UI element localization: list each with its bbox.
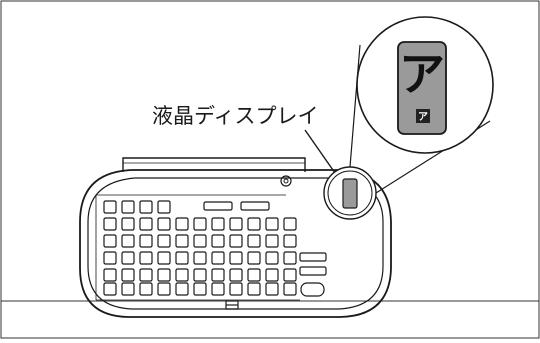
keyboard [103, 200, 327, 297]
key [175, 217, 189, 231]
display-large-char: ア [399, 47, 445, 101]
key [121, 234, 135, 248]
key [211, 268, 225, 282]
key-rounded [300, 282, 325, 297]
key [229, 282, 243, 296]
key [211, 217, 225, 231]
key [247, 217, 261, 231]
key [193, 268, 207, 282]
key-wide [299, 252, 327, 262]
connector-icon [225, 300, 239, 310]
device-body [79, 157, 392, 318]
key [247, 282, 261, 296]
key [103, 282, 117, 296]
key [157, 217, 171, 231]
key [139, 234, 153, 248]
key [193, 251, 207, 265]
key [229, 217, 243, 231]
key [157, 268, 171, 282]
key-wide [299, 266, 327, 276]
key [175, 251, 189, 265]
key [265, 234, 279, 248]
key [193, 282, 207, 296]
key [103, 268, 117, 282]
key-wide [240, 201, 270, 211]
key [157, 251, 171, 265]
key [139, 200, 153, 214]
key [175, 268, 189, 282]
key [157, 234, 171, 248]
display-small-box [416, 109, 430, 123]
key [121, 217, 135, 231]
key [103, 234, 117, 248]
key [193, 234, 207, 248]
key [121, 200, 135, 214]
key [175, 282, 189, 296]
key [283, 251, 297, 265]
key [211, 234, 225, 248]
device-display [323, 166, 377, 220]
key [139, 282, 153, 296]
display-small-char: ア [418, 111, 428, 123]
key [283, 234, 297, 248]
key [229, 251, 243, 265]
key [229, 268, 243, 282]
key [211, 282, 225, 296]
magnified-display: ア ア [356, 16, 494, 154]
key [247, 234, 261, 248]
status-ring-icon [280, 175, 292, 187]
key [211, 251, 225, 265]
key [139, 251, 153, 265]
zoom-line-left [349, 44, 361, 168]
key-wide [203, 201, 233, 211]
key [265, 251, 279, 265]
key [265, 217, 279, 231]
key [157, 200, 171, 214]
key [175, 234, 189, 248]
key [139, 268, 153, 282]
key [229, 234, 243, 248]
key [121, 251, 135, 265]
key [103, 217, 117, 231]
key [121, 282, 135, 296]
key [247, 251, 261, 265]
key [283, 268, 297, 282]
key [157, 282, 171, 296]
key [265, 282, 279, 296]
key [103, 200, 117, 214]
key [103, 251, 117, 265]
key [265, 268, 279, 282]
key [139, 217, 153, 231]
key [283, 282, 297, 296]
key [247, 268, 261, 282]
key [283, 217, 297, 231]
key [121, 268, 135, 282]
key [193, 217, 207, 231]
callout-label: 液晶ディスプレイ [152, 104, 319, 128]
